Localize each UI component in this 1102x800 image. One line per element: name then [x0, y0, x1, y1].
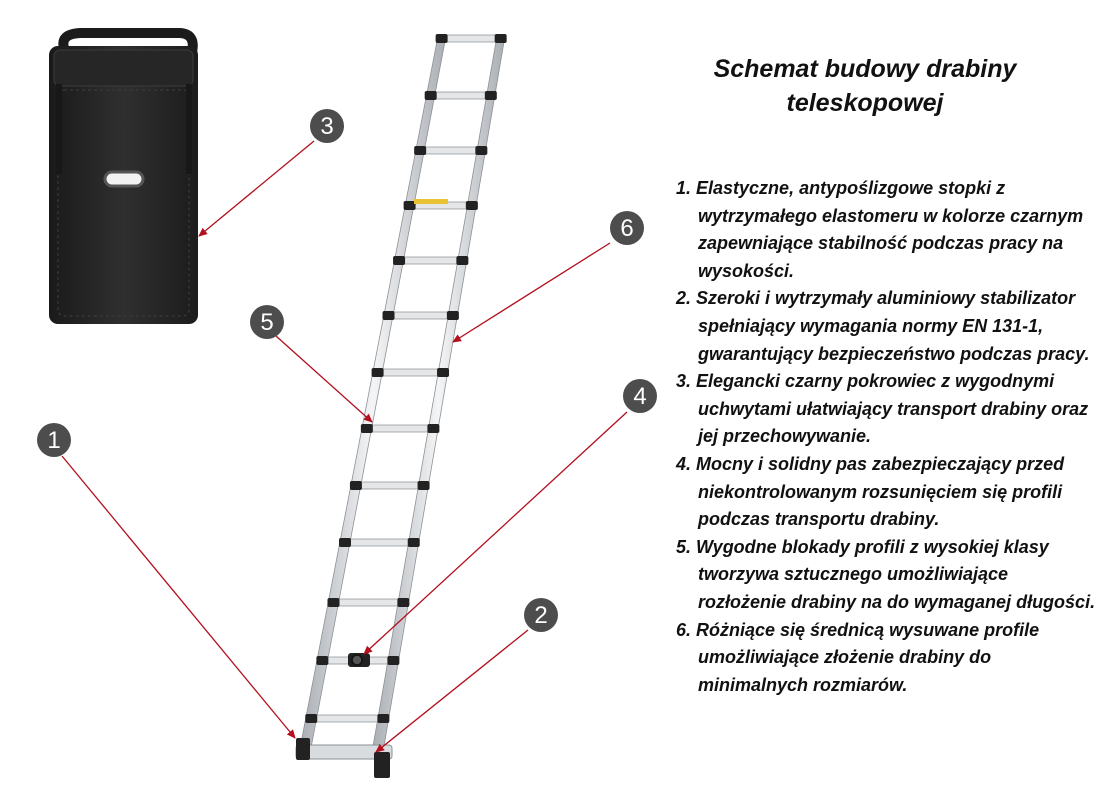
marker-4: 4: [623, 379, 657, 413]
rung-lock-cap: [387, 656, 400, 665]
rung-lock-cap: [424, 91, 437, 100]
bag-strap-left: [56, 84, 62, 174]
ladder-rungs: [305, 34, 507, 723]
rung-lock-cap: [403, 201, 416, 210]
diagram-title: Schemat budowy drabiny teleskopowej: [690, 52, 1040, 120]
rung-lock-cap: [475, 146, 488, 155]
rung-lock-cap: [360, 424, 373, 433]
bag-flap: [53, 49, 194, 87]
rung-lock-cap: [305, 714, 318, 723]
arrow-5: [275, 335, 373, 423]
yellow-label: [414, 199, 448, 204]
ladder-rung: [352, 481, 427, 490]
ladder-rung: [427, 91, 495, 100]
rung-lock-cap: [465, 201, 478, 210]
rung-lock-cap: [382, 311, 395, 320]
rung-lock-cap: [456, 256, 469, 265]
rung-lock-cap: [327, 598, 340, 607]
markers: 1 2 3 4 5 6: [37, 109, 657, 632]
arrow-4: [363, 411, 628, 655]
description-item-6: 6. Różniące się średnicą wysuwane profil…: [676, 619, 1040, 695]
rung-lock-cap: [316, 656, 329, 665]
svg-text:5: 5: [260, 309, 273, 336]
ladder-rung: [385, 311, 457, 320]
rung-lock-cap: [338, 538, 351, 547]
marker-3: 3: [310, 109, 344, 143]
description-item-5: 5. Wygodne blokady profili z wysokiej kl…: [676, 536, 1096, 612]
marker-2: 2: [524, 598, 558, 632]
bag-handle: [58, 28, 198, 54]
rung-lock-cap: [349, 481, 362, 490]
arrow-1: [61, 455, 296, 739]
bag-strap-right: [186, 84, 192, 174]
description-item-2: 2. Szeroki i wytrzymały aluminiowy stabi…: [676, 288, 1090, 364]
title-line-1: Schemat budowy drabiny: [713, 55, 1017, 83]
ladder-rung: [438, 34, 505, 43]
bag-illustration: [49, 28, 198, 324]
rung-lock-cap: [427, 424, 440, 433]
ladder-rung: [374, 368, 447, 377]
svg-text:2: 2: [534, 602, 547, 629]
ladder-rung: [416, 146, 485, 155]
ladder-rung: [395, 256, 466, 265]
ladder-rung: [330, 598, 407, 607]
leader-arrows: [61, 140, 628, 753]
bag-stitching: [57, 89, 190, 317]
rung-lock-cap: [371, 368, 384, 377]
rung-lock-cap: [377, 714, 390, 723]
svg-text:1: 1: [47, 427, 60, 454]
marker-6: 6: [610, 211, 644, 245]
svg-text:4: 4: [633, 383, 646, 410]
description-item-1: 1. Elastyczne, antypoślizgowe stopki z w…: [676, 178, 1084, 281]
marker-5: 5: [250, 305, 284, 339]
arrow-2: [375, 629, 529, 753]
bag-handle-slot: [103, 170, 145, 188]
svg-text:3: 3: [320, 113, 333, 140]
description-item-3: 3. Elegancki czarny pokrowiec z wygodnym…: [676, 371, 1089, 447]
rung-lock-cap: [494, 34, 507, 43]
safety-strap: [348, 653, 370, 667]
rung-lock-cap: [435, 34, 448, 43]
rung-lock-cap: [417, 481, 430, 490]
marker-1: 1: [37, 423, 71, 457]
rung-lock-cap: [414, 146, 427, 155]
ladder-rung: [363, 424, 437, 433]
ladder-rung: [307, 714, 387, 723]
rung-lock-cap: [446, 311, 459, 320]
rung-lock-cap: [437, 368, 450, 377]
ladder-illustration: [295, 34, 507, 778]
description-list: 1. Elastyczne, antypoślizgowe stopki z w…: [676, 175, 1096, 699]
stabilizer-bar: [295, 738, 393, 778]
arrow-3: [198, 140, 315, 237]
arrow-6: [452, 242, 611, 343]
rung-lock-cap: [397, 598, 410, 607]
description-item-4: 4. Mocny i solidny pas zabezpieczający p…: [676, 453, 1065, 530]
title-line-2: teleskopowej: [786, 89, 944, 117]
rung-lock-cap: [407, 538, 420, 547]
ladder-left-rail: [299, 35, 447, 749]
rung-lock-cap: [393, 256, 406, 265]
ladder-rung: [341, 538, 418, 547]
rung-lock-cap: [484, 91, 497, 100]
ladder-right-rail: [371, 35, 506, 753]
svg-text:6: 6: [620, 215, 633, 242]
